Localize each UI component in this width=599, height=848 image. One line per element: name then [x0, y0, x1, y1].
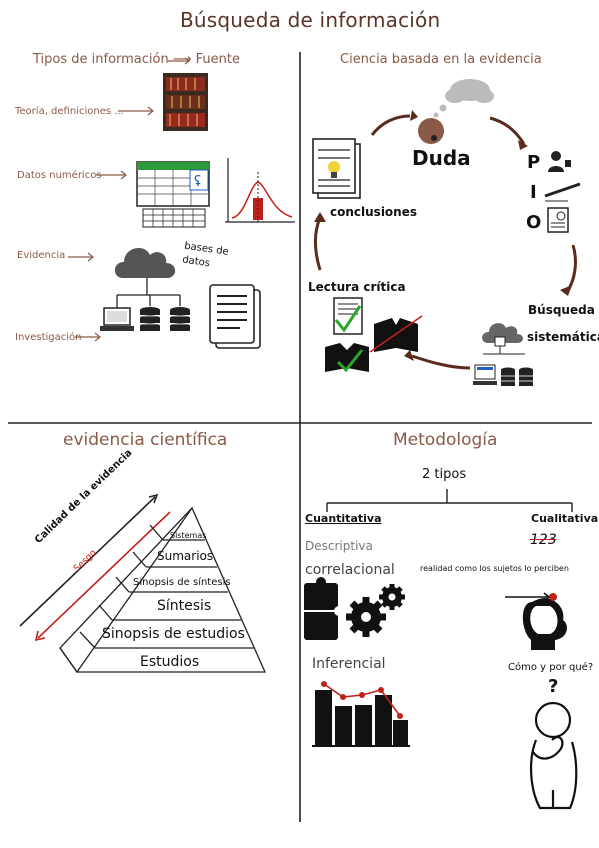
q4-quantitative: Cuantitativa [305, 512, 382, 525]
inferential-chart-icon [312, 681, 410, 747]
critical-reading-icon [325, 297, 423, 373]
q1-item-theory: Teoría, definiciones ... [15, 106, 124, 117]
q4-reality: realidad como los sujetos lo perciben [420, 564, 569, 573]
spreadsheet-icon: ʢ [136, 161, 210, 228]
q2-critical-reading: Lectura crítica [308, 280, 406, 294]
methodology-tree [326, 489, 573, 512]
pyramid-level-systems: Sistemas [170, 531, 207, 540]
pyramid-level-synthesis-synopsis: Sinopsis de síntesis [133, 577, 231, 588]
q1-header: Tipos de información ⟶ Fuente [33, 52, 240, 67]
q4-qualitative: Cualitativa [531, 512, 599, 525]
pyramid-level-summaries: Sumarios [157, 549, 214, 563]
q4-header: Metodología [393, 430, 498, 450]
cloud-database-network-icon [100, 247, 190, 331]
q4-descriptive: Descriptiva [305, 539, 373, 553]
q1-item-evidence: Evidencia [17, 250, 66, 261]
q4-qualitative-crossed: 123 [530, 532, 557, 548]
q1-header-left: Tipos de información [33, 52, 169, 67]
pyramid-level-synthesis: Síntesis [157, 598, 212, 614]
q2-doubt: Duda [412, 146, 471, 170]
svg-text:ʢ: ʢ [194, 174, 201, 190]
cycle-arrowheads [314, 110, 572, 361]
q2-conclusions: conclusiones [330, 205, 417, 219]
q4-types: 2 tipos [422, 467, 467, 482]
documents-icon [209, 284, 261, 349]
evidence-pyramid [59, 506, 267, 673]
head-icon [418, 118, 444, 144]
quality-axis-arrow [19, 496, 156, 627]
q2-systematic-search-1: Búsqueda [528, 303, 595, 317]
pen-icon [544, 182, 581, 202]
q2-pio-i: I [530, 182, 537, 203]
page-title: Búsqueda de información [180, 8, 441, 32]
bookshelf-icon [163, 73, 208, 131]
puzzle-icon [304, 577, 344, 640]
patient-icon [548, 151, 571, 172]
search-database-icon [473, 323, 533, 386]
q1-item-numeric: Datos numéricos [17, 170, 102, 181]
q2-header: Ciencia basada en la evidencia [340, 52, 542, 67]
conclusions-document-icon [312, 138, 361, 199]
distribution-chart-icon [225, 158, 295, 223]
head-profile-icon [505, 592, 567, 650]
q4-inferential: Inferencial [312, 656, 386, 672]
q2-pio-o: O [526, 212, 542, 233]
q2-pio-p: P [527, 152, 541, 173]
q1-arrows [68, 57, 190, 342]
q4-how-why: Cómo y por qué? [508, 662, 594, 673]
q1-item-research: Investigación [15, 332, 82, 343]
q4-correlational: correlacional [305, 562, 395, 578]
outcome-document-icon [547, 207, 569, 233]
pyramid-level-studies: Estudios [140, 654, 200, 670]
bias-axis-arrow [37, 511, 171, 639]
pyramid-level-studies-synopsis: Sinopsis de estudios [102, 626, 245, 642]
thought-cloud-icon [433, 79, 494, 118]
q2-systematic-search-2: sistemática [527, 330, 599, 344]
q3-header: evidencia científica [63, 430, 228, 450]
thinking-figure-icon [529, 701, 578, 810]
gears-icon [346, 584, 405, 637]
q4-question-mark: ? [548, 676, 559, 697]
q1-header-right: Fuente [195, 52, 240, 67]
